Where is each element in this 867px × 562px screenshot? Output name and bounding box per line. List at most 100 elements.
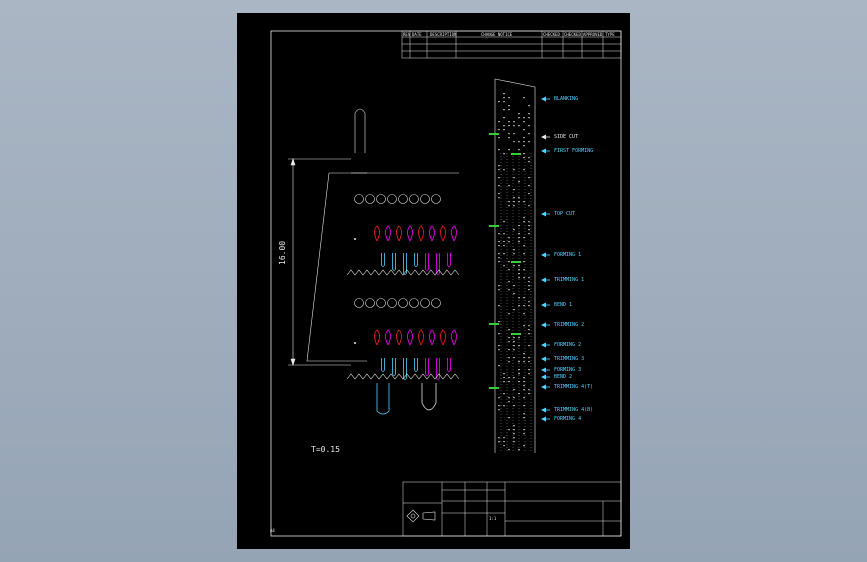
column-texture	[508, 97, 510, 98]
pilot-hole	[399, 299, 408, 308]
carrier-band	[347, 270, 459, 275]
station-arrows	[541, 97, 550, 422]
column-texture	[508, 289, 510, 290]
station-label: FORMING 4	[554, 416, 581, 422]
contact-pin	[415, 358, 418, 372]
column-texture	[508, 137, 510, 138]
station-label: SIDE CUT	[554, 134, 578, 140]
formed-contact	[452, 330, 457, 345]
column-texture	[528, 393, 530, 394]
column-texture	[513, 141, 515, 142]
column-texture	[513, 121, 515, 122]
column-texture	[508, 357, 510, 358]
outer-frame	[271, 31, 621, 536]
column-texture	[503, 153, 505, 154]
column-texture	[528, 141, 530, 142]
column-texture	[498, 409, 500, 410]
formed-contact	[408, 226, 413, 241]
station-arrow	[541, 408, 546, 413]
station-arrow	[541, 149, 546, 154]
column-texture	[523, 221, 525, 222]
column-texture	[503, 265, 505, 266]
formed-contact	[452, 226, 457, 241]
sheet-size-mark: A4	[270, 528, 275, 533]
column-texture	[508, 281, 510, 282]
guide-marker	[489, 323, 499, 325]
column-texture	[523, 445, 525, 446]
column-texture	[508, 401, 510, 402]
thickness-note: T=0.15	[311, 445, 340, 454]
column-texture	[498, 257, 500, 258]
column-texture	[513, 205, 515, 206]
column-texture	[523, 97, 525, 98]
column-texture	[528, 157, 530, 158]
column-texture	[523, 237, 525, 238]
column-texture	[523, 389, 525, 390]
column-texture	[513, 125, 515, 126]
column-texture	[513, 265, 515, 266]
column-texture	[523, 145, 525, 146]
station-arrow	[541, 303, 546, 308]
column-texture	[498, 129, 500, 130]
column-texture	[523, 381, 525, 382]
pilot-hole	[355, 299, 364, 308]
punch-mark	[354, 342, 356, 344]
station-label: BEND 1	[554, 302, 572, 308]
column-texture	[508, 201, 510, 202]
column-texture	[503, 97, 505, 98]
column-texture	[503, 245, 505, 246]
column-texture	[523, 433, 525, 434]
finished-terminal	[422, 383, 436, 410]
carrier-band	[347, 374, 459, 379]
pilot-hole	[388, 195, 397, 204]
column-texture	[498, 365, 500, 366]
column-texture	[503, 253, 505, 254]
pilot-hole	[388, 299, 397, 308]
column-texture	[508, 381, 510, 382]
formed-contact	[386, 330, 391, 345]
column-texture	[523, 129, 525, 130]
station-label: FORMING 3	[554, 367, 581, 373]
pilot-hole	[432, 299, 441, 308]
column-texture	[528, 277, 530, 278]
column-texture	[503, 241, 505, 242]
column-texture	[528, 329, 530, 330]
column-texture	[528, 205, 530, 206]
column-texture	[513, 405, 515, 406]
column-texture	[523, 325, 525, 326]
contact-pin	[382, 358, 385, 372]
station-label: TRIMMING 2	[554, 322, 584, 328]
column-texture	[498, 193, 500, 194]
column-texture	[528, 357, 530, 358]
column-texture	[498, 253, 500, 254]
column-texture	[523, 429, 525, 430]
column-texture	[508, 269, 510, 270]
punch-mark	[354, 238, 356, 240]
column-texture	[523, 117, 525, 118]
column-texture	[508, 125, 510, 126]
column-texture	[518, 277, 520, 278]
column-texture	[508, 149, 510, 150]
column-texture	[513, 293, 515, 294]
column-texture	[523, 121, 525, 122]
pilot-hole	[366, 299, 375, 308]
column-texture	[498, 321, 500, 322]
column-texture	[513, 433, 515, 434]
column-texture	[498, 397, 500, 398]
column-texture	[523, 269, 525, 270]
column-texture	[513, 169, 515, 170]
column-texture	[518, 373, 520, 374]
column-texture	[503, 437, 505, 438]
column-texture	[503, 445, 505, 446]
contact-pin	[415, 253, 418, 267]
drawing-sheet[interactable]: REV DATE DESCRIPTION CHANGE NOTICE CHECK…	[237, 13, 630, 549]
station-arrow	[541, 212, 546, 217]
column-texture	[508, 185, 510, 186]
column-texture	[523, 277, 525, 278]
column-texture	[503, 129, 505, 130]
station-arrow	[541, 278, 546, 283]
column-texture	[508, 349, 510, 350]
pilot-hole	[366, 195, 375, 204]
column-texture	[513, 133, 515, 134]
column-texture	[508, 377, 510, 378]
